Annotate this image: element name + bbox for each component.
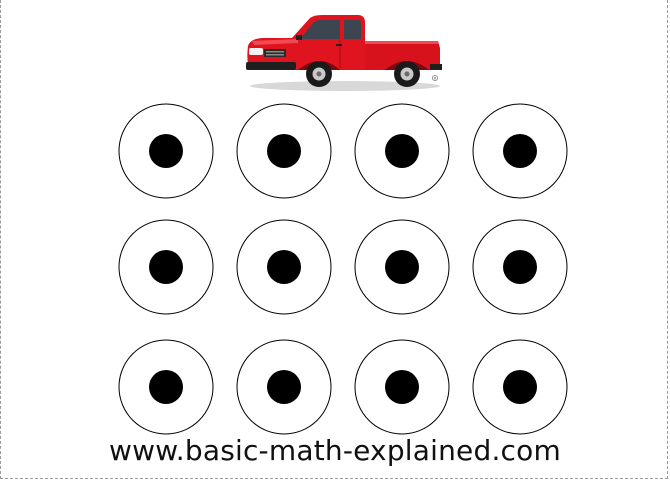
target-circle [236,103,332,199]
target-dot [503,134,537,168]
target-dot [503,370,537,404]
target-dot [149,250,183,284]
target-circle [472,103,568,199]
target-dot [149,370,183,404]
target-dot [149,134,183,168]
target-circle [472,339,568,435]
svg-text:R: R [434,77,437,81]
target-circle [236,339,332,435]
target-circle [354,103,450,199]
target-circle [118,103,214,199]
target-dot [267,134,301,168]
target-circle [354,219,450,315]
target-dot [503,250,537,284]
target-circle [472,219,568,315]
target-dot [267,370,301,404]
red-pickup-truck-icon: R [246,15,442,91]
target-circle [354,339,450,435]
website-url: www.basic-math-explained.com [109,434,561,467]
target-circle [118,219,214,315]
target-dot [385,134,419,168]
target-circle [236,219,332,315]
target-dot [385,370,419,404]
target-dot [385,250,419,284]
target-dot [267,250,301,284]
target-circle [118,339,214,435]
